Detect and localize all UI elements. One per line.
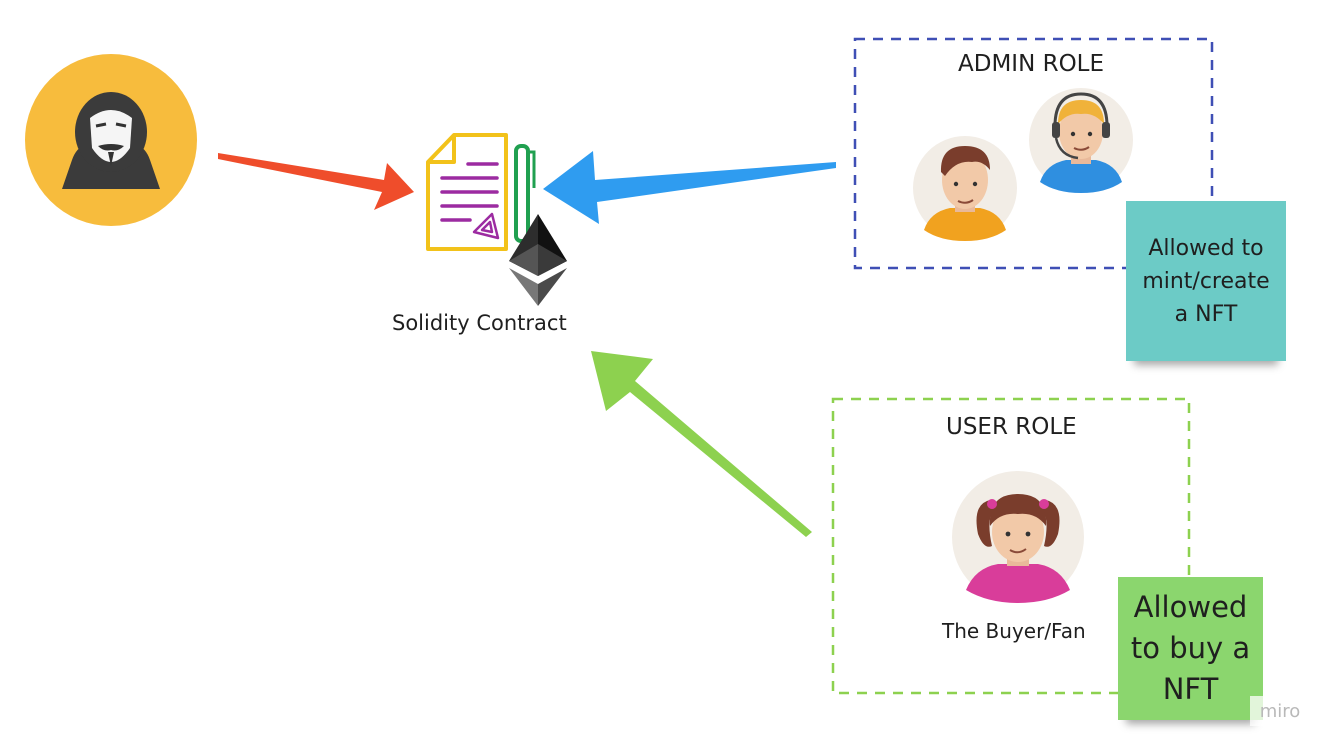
admin-role-title: ADMIN ROLE: [958, 51, 1105, 77]
user-note-line-3: NFT: [1162, 672, 1219, 706]
contract-document-icon: [426, 133, 508, 251]
user-permission-note[interactable]: Allowed to buy a NFT: [1118, 577, 1263, 720]
admin-note-line-3: a NFT: [1174, 301, 1238, 327]
user-note-line-2: to buy a: [1130, 631, 1251, 665]
man-avatar-icon: [913, 136, 1017, 241]
admin-permission-note[interactable]: Allowed to mint/create a NFT: [1126, 201, 1286, 361]
attacker-to-contract-arrow: [218, 153, 414, 210]
ethereum-logo-icon: [509, 214, 567, 306]
admin-to-contract-arrow: [543, 151, 836, 224]
solidity-contract-label: Solidity Contract: [392, 311, 567, 335]
admin-role-frame: [853, 37, 1214, 270]
user-to-contract-arrow: [591, 351, 812, 537]
girl-avatar-icon: [952, 471, 1084, 603]
admin-note-line-2: mint/create: [1142, 268, 1270, 294]
user-note-line-1: Allowed: [1133, 590, 1248, 624]
admin-note-line-1: Allowed to: [1148, 235, 1264, 261]
buyer-fan-label: The Buyer/Fan: [942, 619, 1086, 643]
support-agent-avatar-icon: [1029, 88, 1133, 193]
user-role-frame: [831, 397, 1191, 695]
miro-watermark: miro: [1250, 696, 1310, 726]
user-role-title: USER ROLE: [946, 414, 1077, 440]
anonymous-hacker-icon: [25, 54, 197, 226]
